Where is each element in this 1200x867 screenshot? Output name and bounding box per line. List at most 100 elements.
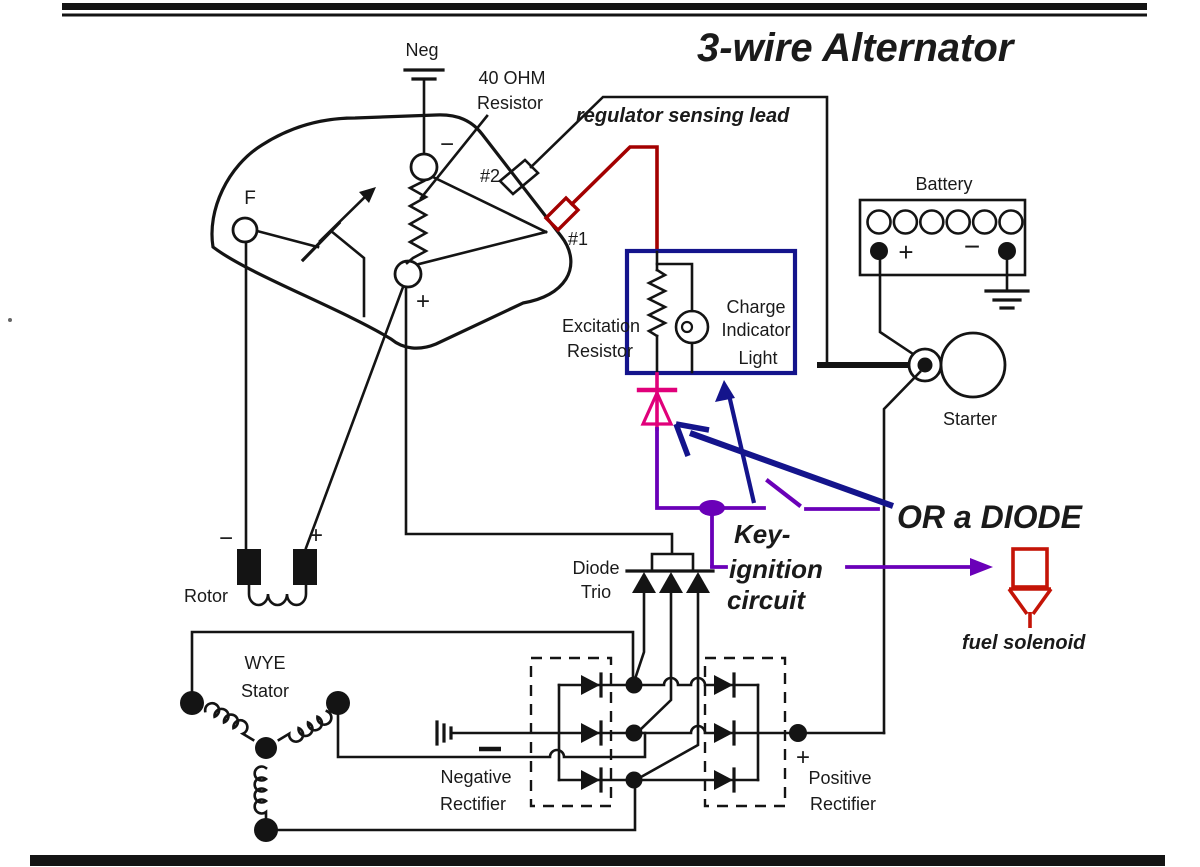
starter-post-dot <box>917 357 933 373</box>
regulator-body-outline <box>210 113 573 350</box>
charge-lamp-filament <box>680 320 694 334</box>
diagram-title: 3-wire Alternator <box>697 26 1016 70</box>
fuel-solenoid-arrowhead <box>970 558 993 576</box>
blue-annotations: OR a DIODE <box>673 380 1084 535</box>
terminal1-red-wire <box>569 145 659 253</box>
internal-resistor <box>405 179 429 265</box>
transistor-arrowhead <box>359 187 376 203</box>
starter-to-rectifier-wire <box>882 370 922 735</box>
phase1-wire <box>190 630 635 705</box>
starter-label: Starter <box>943 409 997 429</box>
junction-node <box>699 500 725 516</box>
battery-plus-label: + <box>898 237 913 267</box>
charge-label-2: Indicator <box>721 320 790 340</box>
rotor: − + Rotor <box>184 240 405 607</box>
ignition-feed-wire <box>655 427 702 510</box>
brush-negative <box>237 549 261 585</box>
rectifiers: + Negative Rectifier Positive Rectifier <box>435 656 886 814</box>
plus-to-brush-wire <box>304 285 405 550</box>
trio-diode-triangle <box>659 572 683 593</box>
key-ignition-circuit: Key- ignition circuit <box>655 427 993 615</box>
resistor40-pointer <box>419 114 489 200</box>
charge-circuit-box <box>624 248 798 376</box>
page-borders <box>8 3 1165 866</box>
diode-triangle <box>714 675 733 695</box>
ac-junction-middle <box>625 724 643 742</box>
rotor-label: Rotor <box>184 586 228 606</box>
battery-case <box>858 198 1027 277</box>
diode-triangle <box>640 389 674 426</box>
fuel-solenoid: fuel solenoid <box>962 547 1086 654</box>
battery-cell-cap <box>866 209 892 235</box>
excitation-resistor-zigzag <box>646 268 668 338</box>
or-diode-arrow-barb2 <box>673 423 691 457</box>
resistor40-label-2: Resistor <box>477 93 543 113</box>
trio-lead-1 <box>634 591 646 678</box>
excitation-label-1: Excitation <box>562 316 640 336</box>
resistor40-label-1: 40 OHM <box>478 68 545 88</box>
voltage-regulator: Neg F − + 40 OHM Resistor #2 #1 <box>210 40 588 350</box>
excitation-box: Excitation Resistor Charge Indicator Lig… <box>562 248 798 376</box>
output-plus-label: + <box>796 744 810 771</box>
trio-lead-3 <box>639 591 700 779</box>
trio-label-2: Trio <box>581 582 611 602</box>
solenoid-body <box>1011 547 1049 589</box>
starter-motor-body <box>939 331 1007 399</box>
stray-mark <box>8 318 12 322</box>
rotor-field-coil <box>247 583 308 607</box>
battery-cell-cap <box>892 209 919 235</box>
battery-minus-label: − <box>964 231 980 262</box>
stator-label-2: Stator <box>241 681 289 701</box>
transistor-emitter <box>318 192 370 243</box>
plus-to-t1-wire <box>417 230 548 266</box>
key-label-3: circuit <box>727 585 806 615</box>
isolation-diode <box>636 372 678 431</box>
stator-coil-left <box>203 701 255 742</box>
rail-top <box>557 676 760 687</box>
positive-rectifier-label-2: Rectifier <box>810 794 876 814</box>
transistor-base-wire <box>255 229 320 249</box>
key-label-1: Key- <box>734 519 790 549</box>
battery-cell-cap <box>998 209 1024 235</box>
trio-output-wire <box>404 285 695 573</box>
charge-label-3: Light <box>738 348 777 368</box>
trio-lead-2 <box>639 591 673 731</box>
diode-triangle <box>581 675 600 695</box>
negative-rectifier-label-1: Negative <box>440 767 511 787</box>
solenoid-valve <box>1007 587 1053 628</box>
or-diode-arrow-shaft <box>688 430 895 509</box>
brush-positive <box>293 549 317 585</box>
ac-junction-top <box>625 676 643 694</box>
terminal2-sense-wire <box>529 95 829 365</box>
battery-plus-wire <box>878 258 924 362</box>
battery-label: Battery <box>915 174 972 194</box>
transistor-collector <box>329 229 366 318</box>
diode-triangle <box>714 723 733 743</box>
b-plus-output-node <box>789 724 807 742</box>
plus-terminal <box>393 259 423 289</box>
stator-coil-bottom <box>253 765 269 821</box>
or-diode-arrow-barb1 <box>675 421 710 433</box>
sensing-circuit: regulator sensing lead <box>529 95 921 368</box>
terminal2-blade <box>498 158 540 196</box>
lamp-branch-wire-top <box>655 262 694 313</box>
minus-terminal-label: − <box>440 131 454 158</box>
battery-cell-cap <box>971 209 998 235</box>
excitation-label-2: Resistor <box>567 341 633 361</box>
charge-label-1: Charge <box>726 297 785 317</box>
top-border-thin <box>62 13 1147 17</box>
f-terminal-label: F <box>244 188 256 209</box>
negative-rectifier-label-2: Rectifier <box>440 794 506 814</box>
stator-label-1: WYE <box>244 653 285 673</box>
terminal2-label: #2 <box>480 166 500 186</box>
battery-cell-cap <box>945 209 972 235</box>
battery-minus-post <box>998 242 1016 260</box>
lamp-arrowhead <box>715 380 735 402</box>
rotor-minus-label: − <box>219 525 233 552</box>
diode-trio: Diode Trio <box>404 285 715 779</box>
positive-diodes <box>714 672 736 793</box>
top-border-thick <box>62 3 1147 10</box>
positive-rectifier-label-1: Positive <box>808 768 871 788</box>
stator-node-bottom <box>254 818 278 842</box>
